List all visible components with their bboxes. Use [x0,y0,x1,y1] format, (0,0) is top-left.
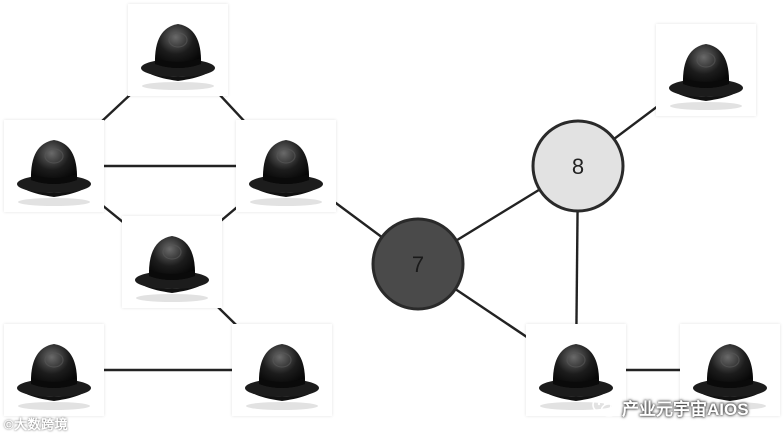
bowler-hat-icon [128,4,228,96]
node-label: 7 [412,252,424,277]
node-7: 7 [371,217,465,311]
node-circle [371,217,465,311]
bowler-hat-icon [122,216,222,308]
bowler-hat-icon [656,24,756,116]
bowler-hat-icon [680,324,780,416]
node-8: 8 [531,119,625,213]
wechat-icon [592,396,618,417]
watermark-right-text: 产业元宇宙AIOS [622,399,749,419]
node-label: 8 [572,154,584,179]
bowler-hat-icon [4,324,104,416]
watermark-left: ©大数跨境 [4,417,69,432]
bowler-hat-icon [232,324,332,416]
bowler-hat-icon [4,120,104,212]
node-circle [531,119,625,213]
watermark-right: 产业元宇宙AIOS [592,394,749,420]
bowler-hat-icon [236,120,336,212]
